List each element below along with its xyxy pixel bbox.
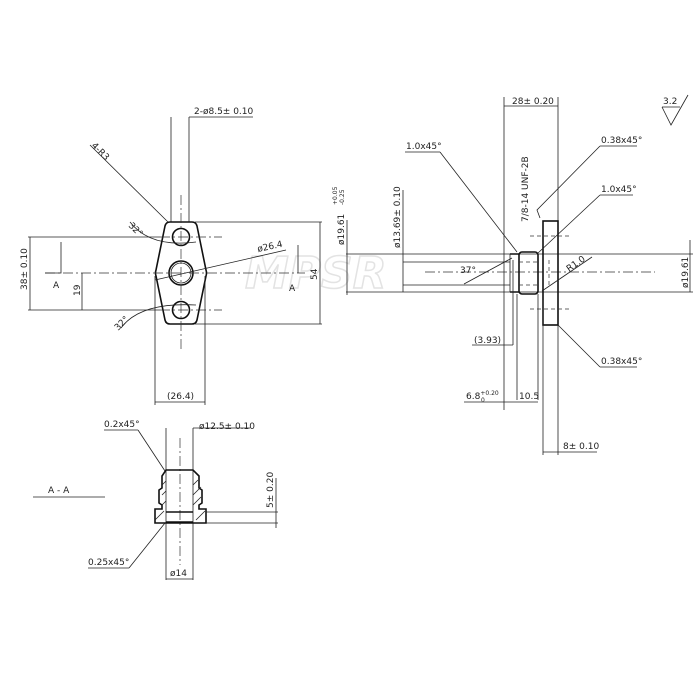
side-view: 28± 0.20 3.2 ø19.61 +0.05 -0.25 ø13.69± …	[332, 94, 693, 455]
chamfer-1-label: 1.0x45°	[406, 142, 442, 152]
inner-dia-label: ø13.69± 0.10	[393, 186, 403, 248]
section-mark-left: A	[53, 281, 60, 291]
mount-hole-bottom	[171, 300, 191, 320]
bore-dia-label: ø12.5± 0.10	[199, 422, 255, 432]
hole-spacing-label: 38± 0.10	[20, 248, 30, 290]
section-title: A - A	[48, 486, 70, 496]
outer-dia-tol: +0.05	[332, 186, 339, 205]
svg-text:0: 0	[481, 397, 485, 404]
hole-dia-label: 2-ø8.5± 0.10	[194, 107, 254, 117]
thread-section	[518, 251, 539, 295]
svg-text:-0.25: -0.25	[339, 189, 346, 205]
flange-outline	[154, 221, 208, 325]
chamfer-2-label: 0.38x45°	[601, 136, 642, 146]
svg-text:3.2: 3.2	[663, 97, 677, 107]
angle-label: 37°	[460, 266, 476, 276]
flange-dia-label: ø14	[170, 569, 187, 579]
angle-bottom-label: 32°	[113, 315, 131, 333]
section-view: A - A ø12.5± 0.10 5± 0.20 0.2x45° 0.25x4…	[33, 420, 278, 580]
flange-section	[542, 220, 559, 326]
chamfer-bottom-label: 0.25x45°	[88, 558, 129, 568]
chamfer-3-label: 1.0x45°	[601, 185, 637, 195]
section-mark-right: A	[289, 284, 296, 294]
section-outline	[154, 469, 207, 524]
ref-depth-label: (3.93)	[474, 336, 501, 346]
corner-radius-label: 4-R3	[89, 141, 111, 163]
outer-dia-label: ø19.61	[337, 214, 347, 245]
surface-finish-symbol: 3.2	[661, 94, 689, 126]
watermark-logo: MPSR	[245, 248, 387, 299]
depth-label: 6.8+0.20	[466, 390, 499, 402]
half-spacing-label: 19	[73, 284, 83, 296]
width-ref-label: (26.4)	[167, 392, 194, 402]
chamfer-4-label: 0.38x45°	[601, 357, 642, 367]
right-dia-label: ø19.61	[681, 257, 691, 288]
thread-length-label: 10.5	[519, 392, 539, 402]
length-label: 28± 0.20	[512, 97, 554, 107]
height-label: 54	[310, 268, 320, 280]
flange-height-label: 5± 0.20	[266, 472, 276, 508]
chamfer-top-label: 0.2x45°	[104, 420, 140, 430]
flange-thickness-label: 8± 0.10	[563, 442, 599, 452]
radius-label: R1.0	[565, 254, 588, 274]
hatching	[154, 479, 206, 521]
thread-spec-label: 7/8-14 UNF-2B	[521, 156, 531, 222]
